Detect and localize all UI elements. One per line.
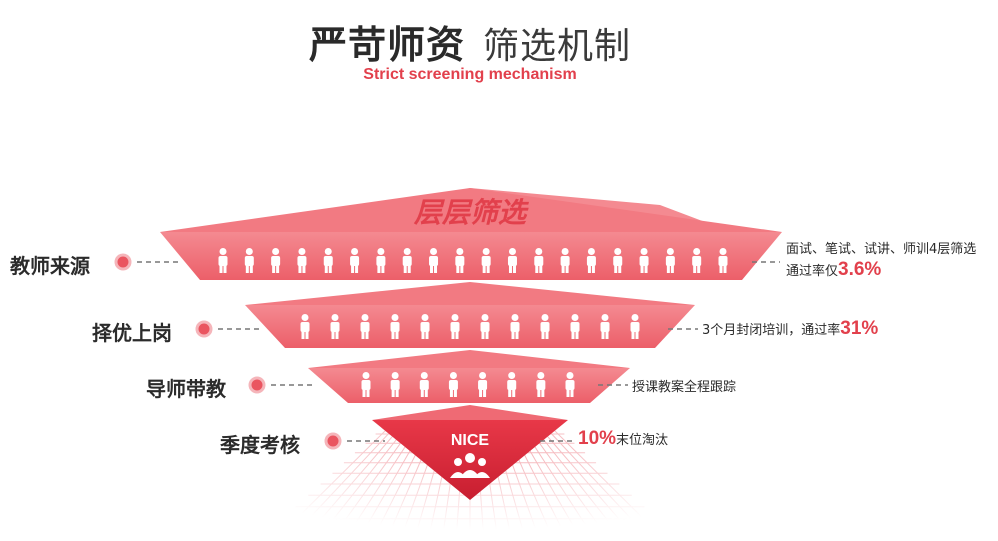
person-icon: [323, 248, 333, 273]
grid-line: [287, 429, 393, 541]
grid-line: [547, 429, 653, 541]
grid-line: [329, 429, 411, 541]
person-icon: [507, 372, 517, 397]
tier-4-dot: [324, 432, 342, 450]
grid-line: [315, 429, 405, 541]
person-icon: [376, 248, 386, 273]
person-icon: [665, 248, 675, 273]
grid-line: [343, 429, 417, 541]
tier-2-dot: [195, 320, 213, 338]
tier-1-desc-line1: 面试、笔试、试讲、师训4层筛选: [786, 242, 977, 257]
tier-4-desc-highlight: 10%: [578, 428, 617, 449]
person-icon: [478, 372, 488, 397]
person-icon: [297, 248, 307, 273]
title-bold: 严苛师资: [308, 23, 465, 67]
tier-2-description: 3个月封闭培训，通过率31%: [702, 318, 878, 340]
person-icon: [420, 314, 430, 339]
person-icon: [350, 248, 360, 273]
person-icon: [692, 248, 702, 273]
person-icon: [639, 248, 649, 273]
funnel-tier-3: [308, 350, 630, 403]
tier-3-label: 导师带教: [146, 377, 226, 401]
person-icon: [718, 248, 728, 273]
person-icon: [540, 314, 550, 339]
person-icon: [534, 248, 544, 273]
funnel-tier-1: 层层筛选: [160, 188, 782, 280]
person-icon: [507, 248, 517, 273]
person-icon: [448, 372, 458, 397]
grid-line: [523, 429, 597, 541]
tier-3-description: 授课教案全程跟踪: [632, 376, 736, 395]
tier-1-label: 教师来源: [10, 254, 90, 278]
person-icon: [419, 372, 429, 397]
person-icon: [613, 248, 623, 273]
tier-3-dot: [248, 376, 266, 394]
group-people-icon: [450, 453, 490, 478]
grid-line: [535, 429, 625, 541]
grid-line: [541, 429, 639, 541]
tier-4-description: 10%末位淘汰: [578, 428, 668, 450]
tier-3-desc-prefix: 授课教案全程跟踪: [632, 380, 737, 395]
tier-2-people: [300, 314, 640, 339]
tier-2-shape: [245, 305, 695, 348]
tier-1-shape: [160, 232, 782, 280]
right-connectors: [540, 261, 780, 442]
person-icon: [300, 314, 310, 339]
person-icon: [586, 248, 596, 273]
person-icon: [510, 314, 520, 339]
title-light: 筛选机制: [483, 26, 632, 67]
person-icon: [455, 248, 465, 273]
person-icon: [390, 372, 400, 397]
grid-line: [553, 429, 667, 541]
tier-4-desc-suffix: 末位淘汰: [616, 433, 669, 448]
tier-4-label: 季度考核: [220, 433, 300, 457]
person-icon: [450, 314, 460, 339]
tier-3-people: [361, 372, 575, 397]
funnel-tier-4: NICE: [372, 405, 568, 500]
person-icon: [536, 372, 546, 397]
tier-2-desc-highlight: 31%: [840, 318, 879, 339]
person-icon: [481, 248, 491, 273]
person-icon: [402, 248, 412, 273]
person-icon: [429, 248, 439, 273]
tier-1-top-face: [160, 188, 782, 232]
person-icon: [565, 372, 575, 397]
tier-2-top-face: [245, 282, 695, 305]
tier-3-top-face: [308, 350, 630, 368]
person-icon: [390, 314, 400, 339]
person-icon: [218, 248, 228, 273]
person-icon: [600, 314, 610, 339]
grid-line: [273, 429, 387, 541]
tier-2-label: 择优上岗: [92, 321, 172, 345]
page-title: 严苛师资筛选机制: [0, 14, 940, 69]
grid-line: [301, 429, 399, 541]
left-connectors: [114, 253, 385, 450]
tier-1-desc-highlight: 3.6%: [838, 259, 882, 280]
tier-3-shape: [308, 368, 630, 403]
tier-1-description: 面试、笔试、试讲、师训4层筛选 通过率仅3.6%: [786, 240, 976, 282]
tier-1-dot: [114, 253, 132, 271]
tier-1-people: [218, 248, 728, 273]
person-icon: [630, 314, 640, 339]
person-icon: [480, 314, 490, 339]
tier-1-desc-prefix: 通过率仅: [786, 264, 839, 279]
top-banner-text: 层层筛选: [413, 196, 529, 229]
person-icon: [271, 248, 281, 273]
person-icon: [360, 314, 370, 339]
person-icon: [361, 372, 371, 397]
funnel-tier-2: [245, 282, 695, 348]
person-icon: [560, 248, 570, 273]
page-subtitle: Strict screening mechanism: [363, 66, 577, 83]
person-icon: [330, 314, 340, 339]
nice-badge-text: NICE: [451, 432, 490, 449]
tier-2-desc-prefix: 3个月封闭培训，通过率: [702, 323, 841, 338]
person-icon: [244, 248, 254, 273]
person-icon: [570, 314, 580, 339]
grid-line: [529, 429, 611, 541]
tier-4-top-face: [372, 405, 568, 420]
